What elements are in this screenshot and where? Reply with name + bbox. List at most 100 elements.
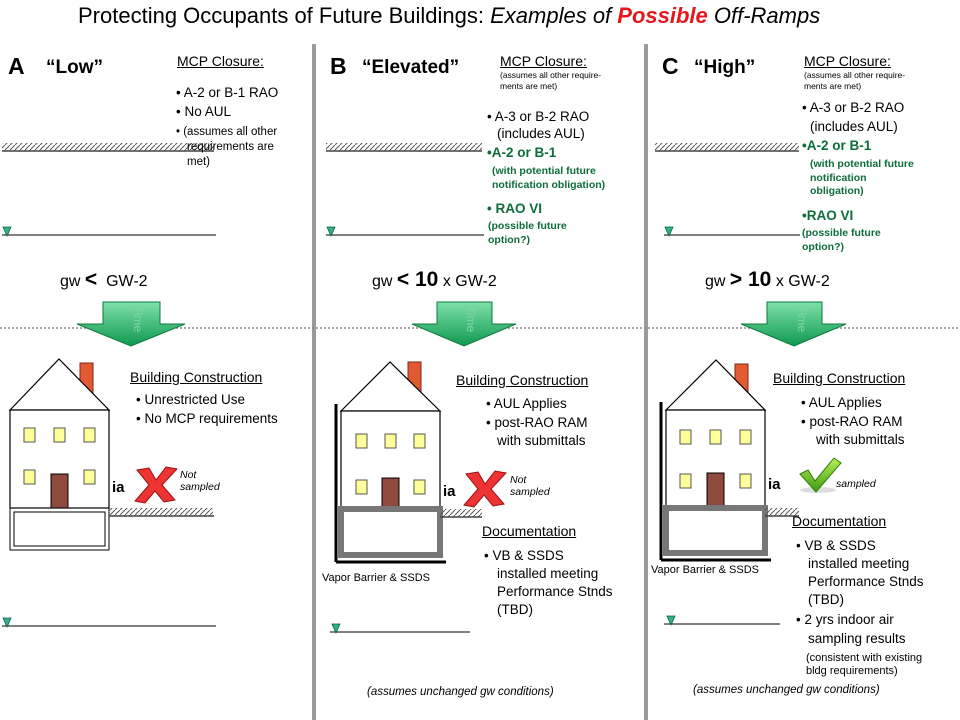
panel-c-green-option: •A-2 or B-1 bbox=[802, 138, 872, 153]
panel-b-level: “Elevated” bbox=[362, 57, 460, 78]
panel-b-ia-label: ia bbox=[443, 483, 456, 500]
panel-c-doc-item: sampling results bbox=[808, 631, 906, 646]
panel-c-mcp-item: • A-3 or B-2 RAO bbox=[802, 100, 905, 115]
panel-a-mcp-item: met) bbox=[187, 156, 210, 168]
page-title: Protecting Occupants of Future Buildings… bbox=[78, 3, 821, 29]
time-arrow-icon bbox=[740, 301, 847, 347]
panel-b-green-option: •A-2 or B-1 bbox=[487, 145, 557, 160]
panel-b-bc-header: Building Construction bbox=[456, 372, 589, 388]
panel-b-doc-item: installed meeting bbox=[497, 566, 599, 581]
panel-c-vb-caption: Vapor Barrier & SSDS bbox=[651, 564, 760, 576]
gw-label: gw bbox=[60, 273, 81, 290]
check-mark-icon bbox=[799, 457, 842, 493]
gw-operator: > 10 bbox=[729, 268, 772, 291]
title-main: Protecting Occupants of Future Buildings… bbox=[78, 3, 491, 28]
panel-b-gw-relation: gw < 10 x GW-2 bbox=[372, 268, 497, 292]
panel-c-sample-note: sampled bbox=[836, 478, 876, 490]
gw-operator: < 10 bbox=[396, 268, 439, 291]
panel-b-mcp-item: (includes AUL) bbox=[497, 126, 585, 141]
panel-c-green-option-note: (possible future option?) bbox=[802, 227, 881, 253]
panel-b-bc-item: • post-RAO RAM bbox=[486, 415, 588, 430]
water-table-icon bbox=[331, 623, 341, 634]
time-arrow-icon bbox=[76, 301, 186, 347]
panel-a-bc-item: • No MCP requirements bbox=[136, 411, 278, 426]
time-label: Time bbox=[464, 306, 478, 333]
panel-a-ia-label: ia bbox=[112, 479, 125, 496]
panel-c-bc-item: • post-RAO RAM bbox=[801, 414, 903, 429]
house-b-icon bbox=[334, 361, 482, 564]
x-mark-icon bbox=[134, 466, 178, 504]
panel-a-level: “Low” bbox=[46, 57, 103, 78]
house-c-icon bbox=[659, 359, 799, 562]
panel-a-gw-relation: gw < GW-2 bbox=[60, 268, 148, 292]
panel-c-doc-item: • VB & SSDS bbox=[796, 538, 876, 553]
panel-b-doc-item: • VB & SSDS bbox=[484, 548, 564, 563]
panel-c-letter: C bbox=[662, 53, 679, 79]
panel-c-bc-item: • AUL Applies bbox=[801, 395, 882, 410]
x-mark-icon bbox=[463, 470, 507, 508]
gw-threshold: x GW-2 bbox=[775, 273, 830, 290]
title-possible: Possible bbox=[617, 3, 708, 28]
panel-b-mcp-sub: (assumes all other require- ments are me… bbox=[500, 70, 602, 91]
water-table-icon bbox=[2, 617, 12, 628]
panel-b-assume-note: (assumes unchanged gw conditions) bbox=[367, 686, 554, 698]
panel-b-bc-item: with submittals bbox=[497, 433, 586, 448]
house-a-icon bbox=[8, 358, 214, 551]
panel-a-mcp-header: MCP Closure: bbox=[177, 53, 264, 69]
title-off-ramps: Off-Ramps bbox=[707, 3, 821, 28]
panel-c-doc-header: Documentation bbox=[792, 513, 887, 529]
panel-b-doc-item: (TBD) bbox=[497, 602, 533, 617]
panel-b-vb-caption: Vapor Barrier & SSDS bbox=[322, 572, 431, 584]
panel-c-green-option-note: (with potential future notification obli… bbox=[810, 158, 914, 198]
panel-a-mcp-item: requirements are bbox=[187, 141, 274, 153]
panel-a-letter: A bbox=[8, 53, 25, 79]
panel-a-sample-note: Not sampled bbox=[180, 469, 220, 494]
gw-label: gw bbox=[705, 273, 726, 290]
panel-c-doc-sub: (consistent with existing bldg requireme… bbox=[806, 652, 923, 678]
panel-c-mcp-sub: (assumes all other require- ments are me… bbox=[804, 70, 906, 91]
panel-b-ground bbox=[326, 143, 484, 634]
panel-b-letter: B bbox=[330, 53, 347, 79]
panel-c-gw-relation: gw > 10 x GW-2 bbox=[705, 268, 830, 292]
gw-label: gw bbox=[372, 273, 393, 290]
panel-b-mcp-item: • A-3 or B-2 RAO bbox=[487, 109, 590, 124]
time-label: Time bbox=[131, 306, 145, 333]
time-label: Time bbox=[795, 306, 809, 333]
panel-c-doc-item: • 2 yrs indoor air bbox=[796, 612, 894, 627]
title-examples: Examples of bbox=[490, 3, 618, 28]
time-arrow-icon bbox=[411, 301, 517, 347]
panel-b-green-option-note: (possible future option?) bbox=[488, 220, 567, 246]
panel-b-green-option-note: (with potential future notification obli… bbox=[492, 165, 606, 191]
gw-threshold: GW-2 bbox=[106, 273, 148, 290]
panel-b-mcp-header: MCP Closure: bbox=[500, 53, 587, 69]
panel-b-doc-header: Documentation bbox=[482, 523, 577, 539]
panel-b-doc-item: Performance Stnds bbox=[497, 584, 613, 599]
panel-c-bc-item: with submittals bbox=[816, 432, 905, 447]
panel-c-mcp-header: MCP Closure: bbox=[804, 53, 891, 69]
panel-c-assume-note: (assumes unchanged gw conditions) bbox=[693, 684, 880, 696]
gw-threshold: x GW-2 bbox=[442, 273, 497, 290]
panel-a-mcp-item: • (assumes all other bbox=[176, 126, 278, 138]
panel-a-mcp-item: • A-2 or B-1 RAO bbox=[176, 85, 279, 100]
water-table-icon bbox=[326, 226, 336, 237]
panel-c-bc-header: Building Construction bbox=[773, 370, 906, 386]
panel-c-level: “High” bbox=[694, 57, 756, 78]
water-table-icon bbox=[664, 226, 674, 237]
water-table-icon bbox=[666, 615, 676, 626]
panel-c-mcp-item: (includes AUL) bbox=[810, 119, 898, 134]
gw-operator: < bbox=[84, 268, 98, 291]
panel-a-bc-item: • Unrestricted Use bbox=[136, 392, 246, 407]
panel-a-mcp-item: • No AUL bbox=[176, 104, 232, 119]
column-divider-1 bbox=[312, 44, 316, 720]
panel-b-green-option: • RAO VI bbox=[487, 201, 542, 216]
column-divider-2 bbox=[644, 44, 648, 720]
water-table-icon bbox=[2, 226, 12, 237]
panel-b-bc-item: • AUL Applies bbox=[486, 396, 567, 411]
panel-c-ground bbox=[655, 143, 800, 626]
panel-c-doc-item: (TBD) bbox=[808, 592, 844, 607]
panel-c-doc-item: Performance Stnds bbox=[808, 574, 924, 589]
panel-b-sample-note: Not sampled bbox=[510, 474, 550, 499]
panel-c-doc-item: installed meeting bbox=[808, 556, 910, 571]
